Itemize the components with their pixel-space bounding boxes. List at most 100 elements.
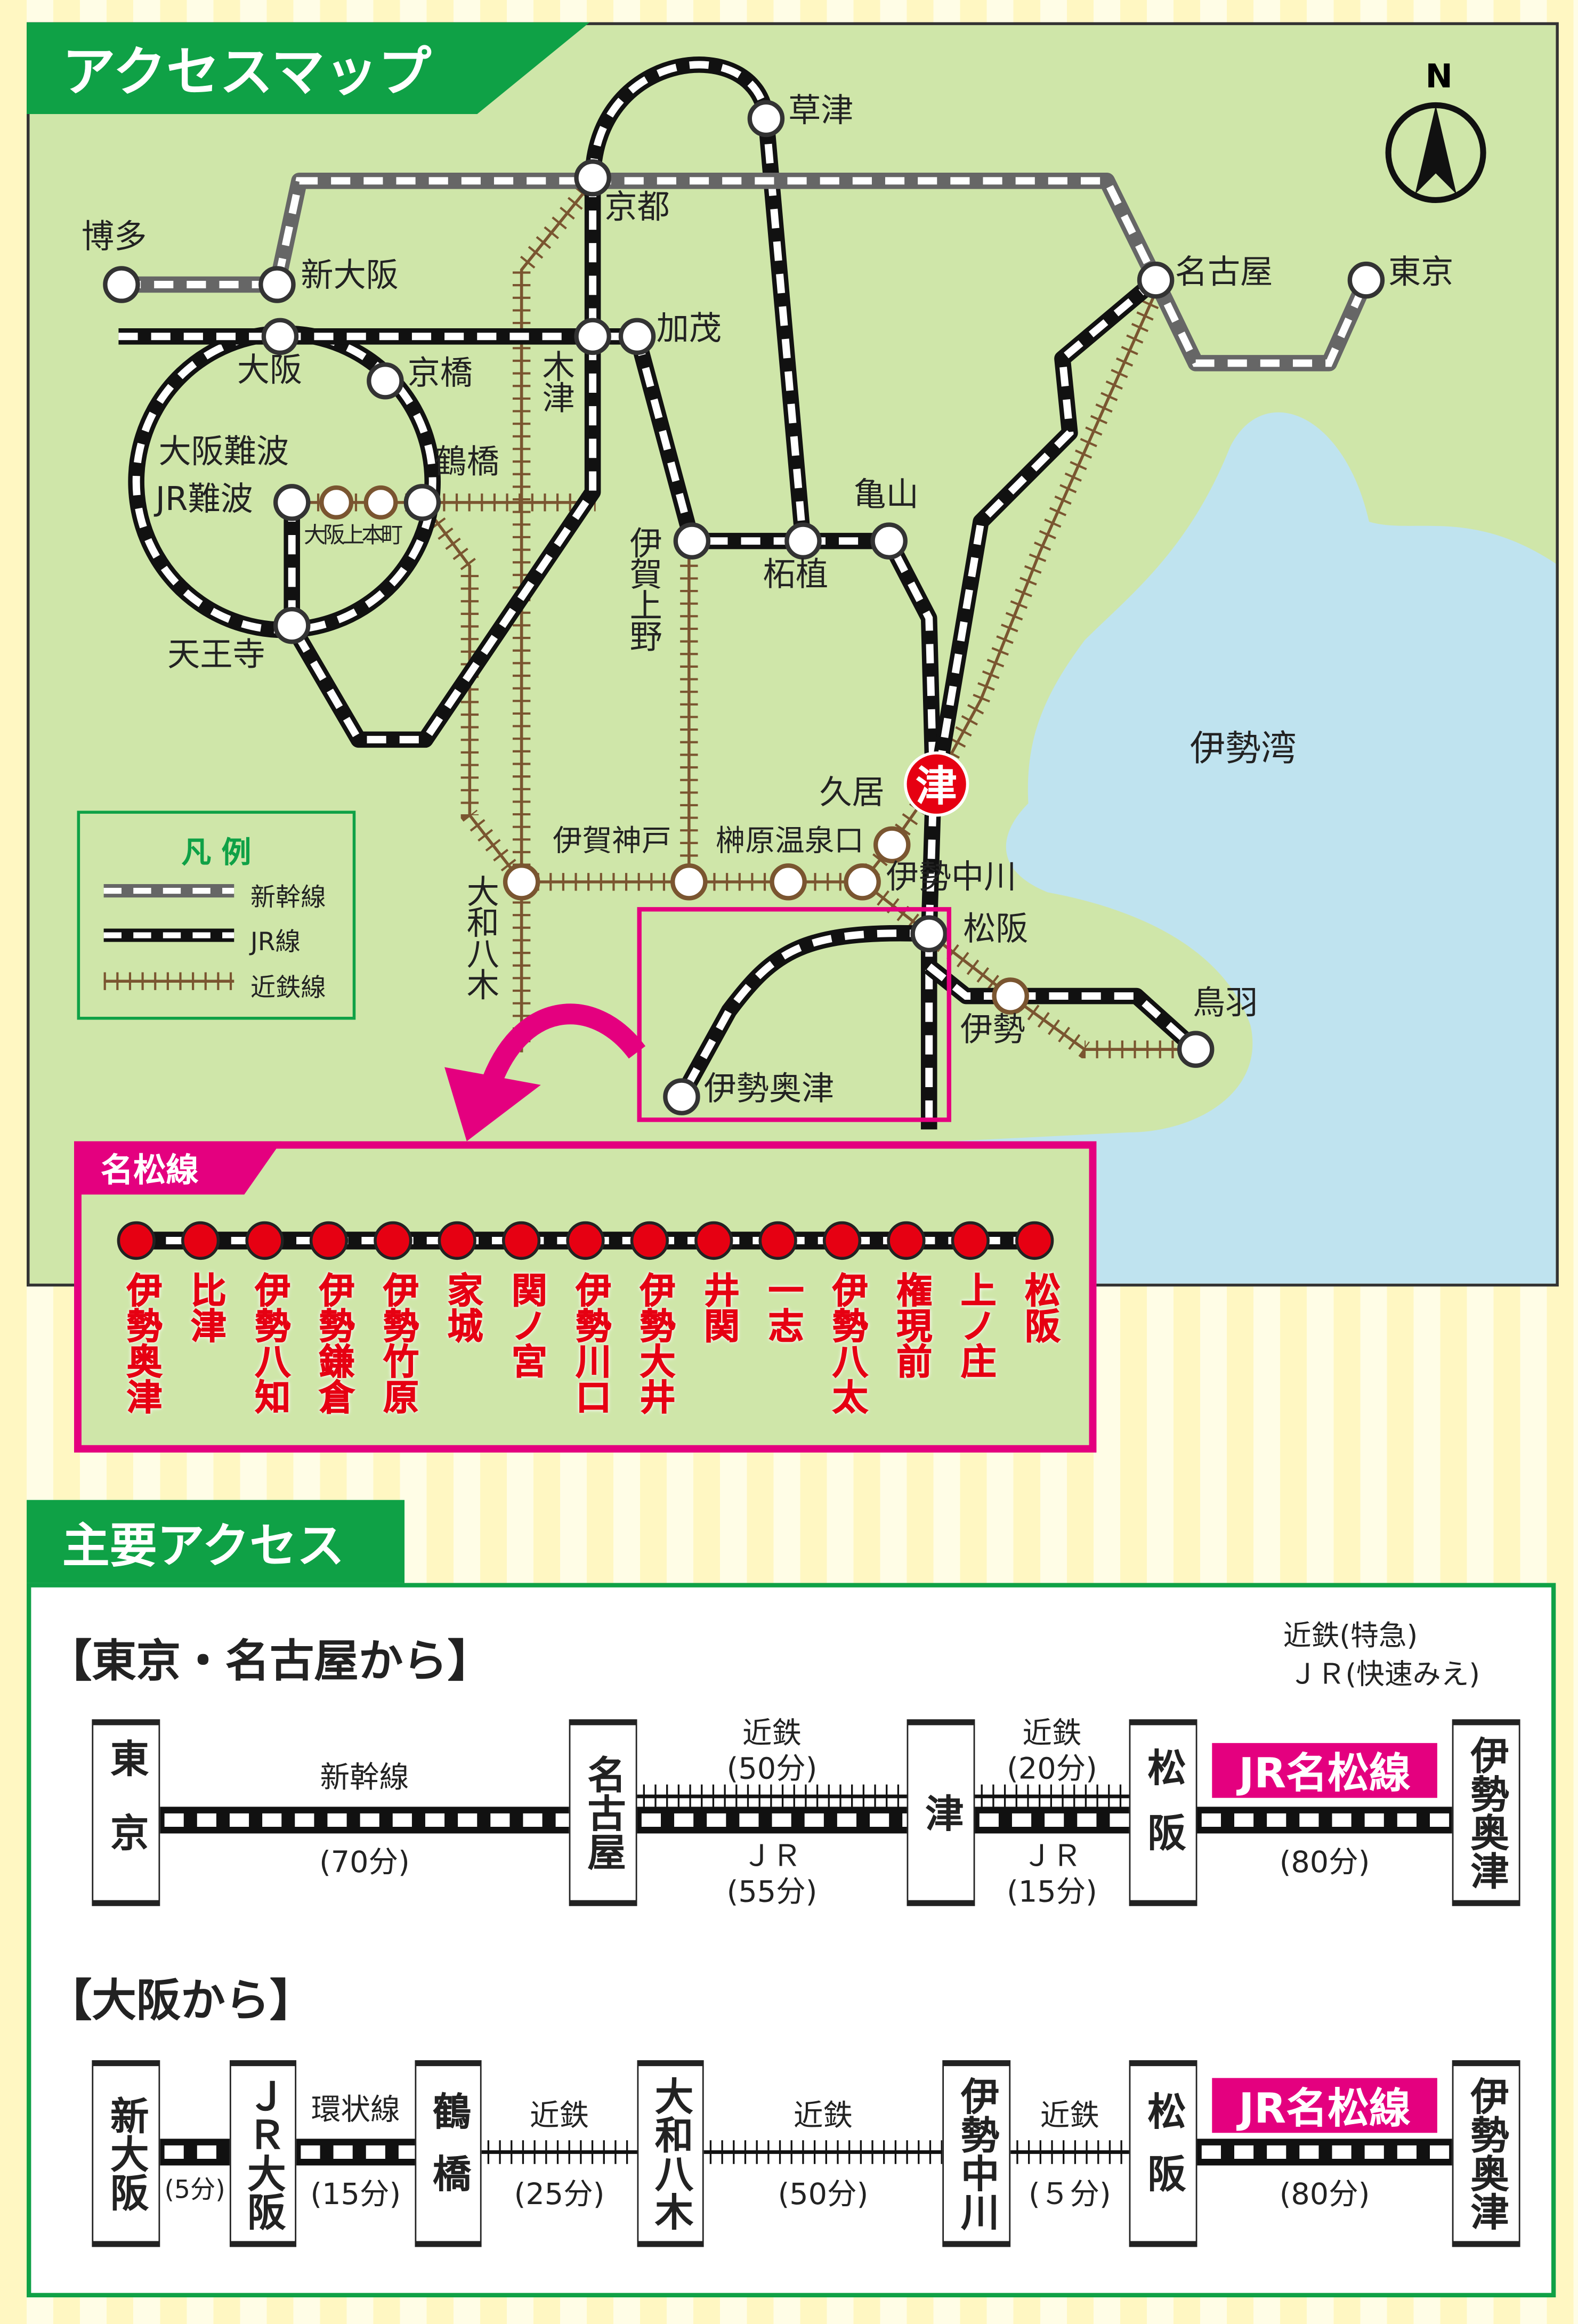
station-label: 京橋 — [407, 355, 473, 393]
meisho-station-dot — [822, 1221, 862, 1260]
pointer-arrow-icon — [444, 1003, 646, 1141]
map-legend: 凡 例 新幹線 JR線 近鉄線 — [77, 811, 356, 1020]
compass-icon — [1385, 102, 1486, 204]
meisho-station-label: 伊勢八知 — [248, 1272, 290, 1414]
segment-time-label: (50分) — [778, 2175, 869, 2212]
jr-meisho-badge: JR名松線 — [1212, 2078, 1437, 2133]
station-dot — [747, 100, 785, 137]
legend-title: 凡 例 — [181, 834, 252, 870]
station-label: 鶴橋 — [434, 444, 500, 482]
segment-line-label: 新幹線 — [320, 1759, 409, 1795]
meisho-station-label: 松阪 — [1018, 1272, 1060, 1343]
segment-time-label: (20分) — [1007, 1750, 1097, 1786]
map-canvas — [29, 25, 1556, 1284]
station-box: 伊勢奥津 — [1452, 2060, 1520, 2247]
jr-track — [296, 2139, 415, 2166]
meisho-station-label: 伊勢奥津 — [120, 1272, 162, 1414]
segment-line-label: 近鉄 — [529, 2097, 589, 2133]
station-box: 東京 — [92, 1719, 160, 1906]
meisho-station-label: 井関 — [697, 1272, 739, 1343]
station-dot — [663, 1078, 700, 1115]
station-name: 鶴橋 — [426, 2091, 471, 2216]
meisho-station-dot — [117, 1221, 156, 1260]
access-title-banner: 主要アクセス — [27, 1500, 405, 1586]
station-name: ＪＲ大阪 — [240, 2076, 286, 2231]
station-label: 伊勢奥津 — [703, 1071, 835, 1109]
segment-time-label: (15分) — [1007, 1873, 1097, 1909]
meisho-station-dot — [887, 1221, 926, 1260]
station-label: 草津 — [788, 93, 854, 131]
station-label: 亀山 — [853, 477, 919, 515]
segment-time-label: (80分) — [1279, 2175, 1370, 2212]
station-dot — [784, 522, 822, 560]
station-dot — [261, 318, 299, 355]
segment-line-label: 近鉄 — [1040, 2097, 1099, 2133]
meisho-station-label: 伊勢竹原 — [376, 1272, 418, 1414]
station-label: 大阪 — [237, 352, 303, 390]
osaka-route-heading: 【大阪から】 — [47, 1975, 314, 2028]
station-label: 東京 — [1388, 255, 1454, 292]
station-label: 伊勢中川 — [886, 860, 1017, 897]
meisho-station-dot — [309, 1221, 349, 1260]
station-label: 大阪上本町 — [303, 522, 403, 549]
station-label: 博多 — [81, 219, 147, 257]
meisho-station-label: 一志 — [762, 1272, 804, 1343]
station-dot — [503, 863, 540, 901]
station-label: 大和八木 — [460, 874, 498, 999]
segment-time-label: (５分) — [1029, 2175, 1111, 2212]
station-dot — [770, 863, 807, 901]
meisho-station-dot — [181, 1221, 220, 1260]
segment-time-label: (25分) — [514, 2175, 605, 2212]
segment-line-label: 近鉄 — [1022, 1714, 1082, 1751]
station-name: 津 — [918, 1793, 964, 1832]
station-name: 松阪 — [1140, 2091, 1186, 2216]
access-map — [27, 22, 1559, 1287]
compass-letter: N — [1425, 59, 1453, 96]
kin-track — [703, 2140, 943, 2164]
station-dot — [363, 485, 398, 520]
station-label: 久居 — [819, 775, 885, 813]
note-kintetsu: 近鉄(特急) — [1283, 1619, 1418, 1653]
station-label: 伊賀上野 — [624, 526, 661, 651]
station-name: 新大阪 — [103, 2095, 149, 2212]
kin-track — [1010, 2140, 1129, 2164]
station-name: 伊勢中川 — [954, 2076, 999, 2231]
kintetsu-kashihara-line — [512, 187, 591, 1052]
jr-nara-line — [285, 177, 601, 748]
station-label: 天王寺 — [167, 637, 265, 675]
station-dot — [367, 362, 404, 400]
station-label: 柘植 — [763, 557, 829, 595]
meisho-title: 名松線 — [101, 1153, 199, 1191]
tsu-station-marker: 津 — [903, 751, 969, 817]
station-name: 名古屋 — [580, 1755, 626, 1871]
meisho-title-tab: 名松線 — [74, 1141, 282, 1195]
station-dot — [910, 915, 948, 952]
ise-bay-sea — [492, 412, 1556, 1284]
sea-label: 伊勢湾 — [1189, 727, 1297, 770]
station-label: 榊原温泉口 — [715, 822, 864, 859]
segment-time-label: (80分) — [1279, 1843, 1370, 1880]
map-title-banner: アクセスマップ — [27, 22, 590, 115]
meisho-station-label: 権現前 — [889, 1272, 932, 1379]
segment-time-label: (15分) — [310, 2175, 401, 2212]
meisho-station-dot — [1015, 1221, 1054, 1260]
route-note: 近鉄(特急) ＪＲ(快速みえ) — [1283, 1618, 1480, 1695]
station-dot — [273, 606, 311, 644]
segment-time-label: ＪＲ — [1022, 1837, 1082, 1874]
station-dot — [103, 266, 140, 303]
station-dot — [1347, 261, 1385, 299]
legend-jr: JR線 — [250, 928, 301, 958]
station-name: 東京 — [103, 1738, 149, 1887]
both-track — [637, 1784, 907, 1834]
station-name: 松阪 — [1140, 1747, 1186, 1878]
segment-line-label: 近鉄 — [742, 1714, 802, 1751]
meisho-station-dot — [438, 1221, 476, 1260]
jr-track — [160, 2139, 230, 2166]
station-box: 新大阪 — [92, 2060, 160, 2247]
station-dot — [258, 266, 296, 303]
station-box: 松阪 — [1129, 1719, 1197, 1906]
meisho-station-label: 伊勢大井 — [633, 1272, 675, 1414]
station-label: 名古屋 — [1175, 255, 1273, 292]
station-dot — [670, 863, 708, 901]
meisho-highlight-frame — [637, 907, 951, 1122]
